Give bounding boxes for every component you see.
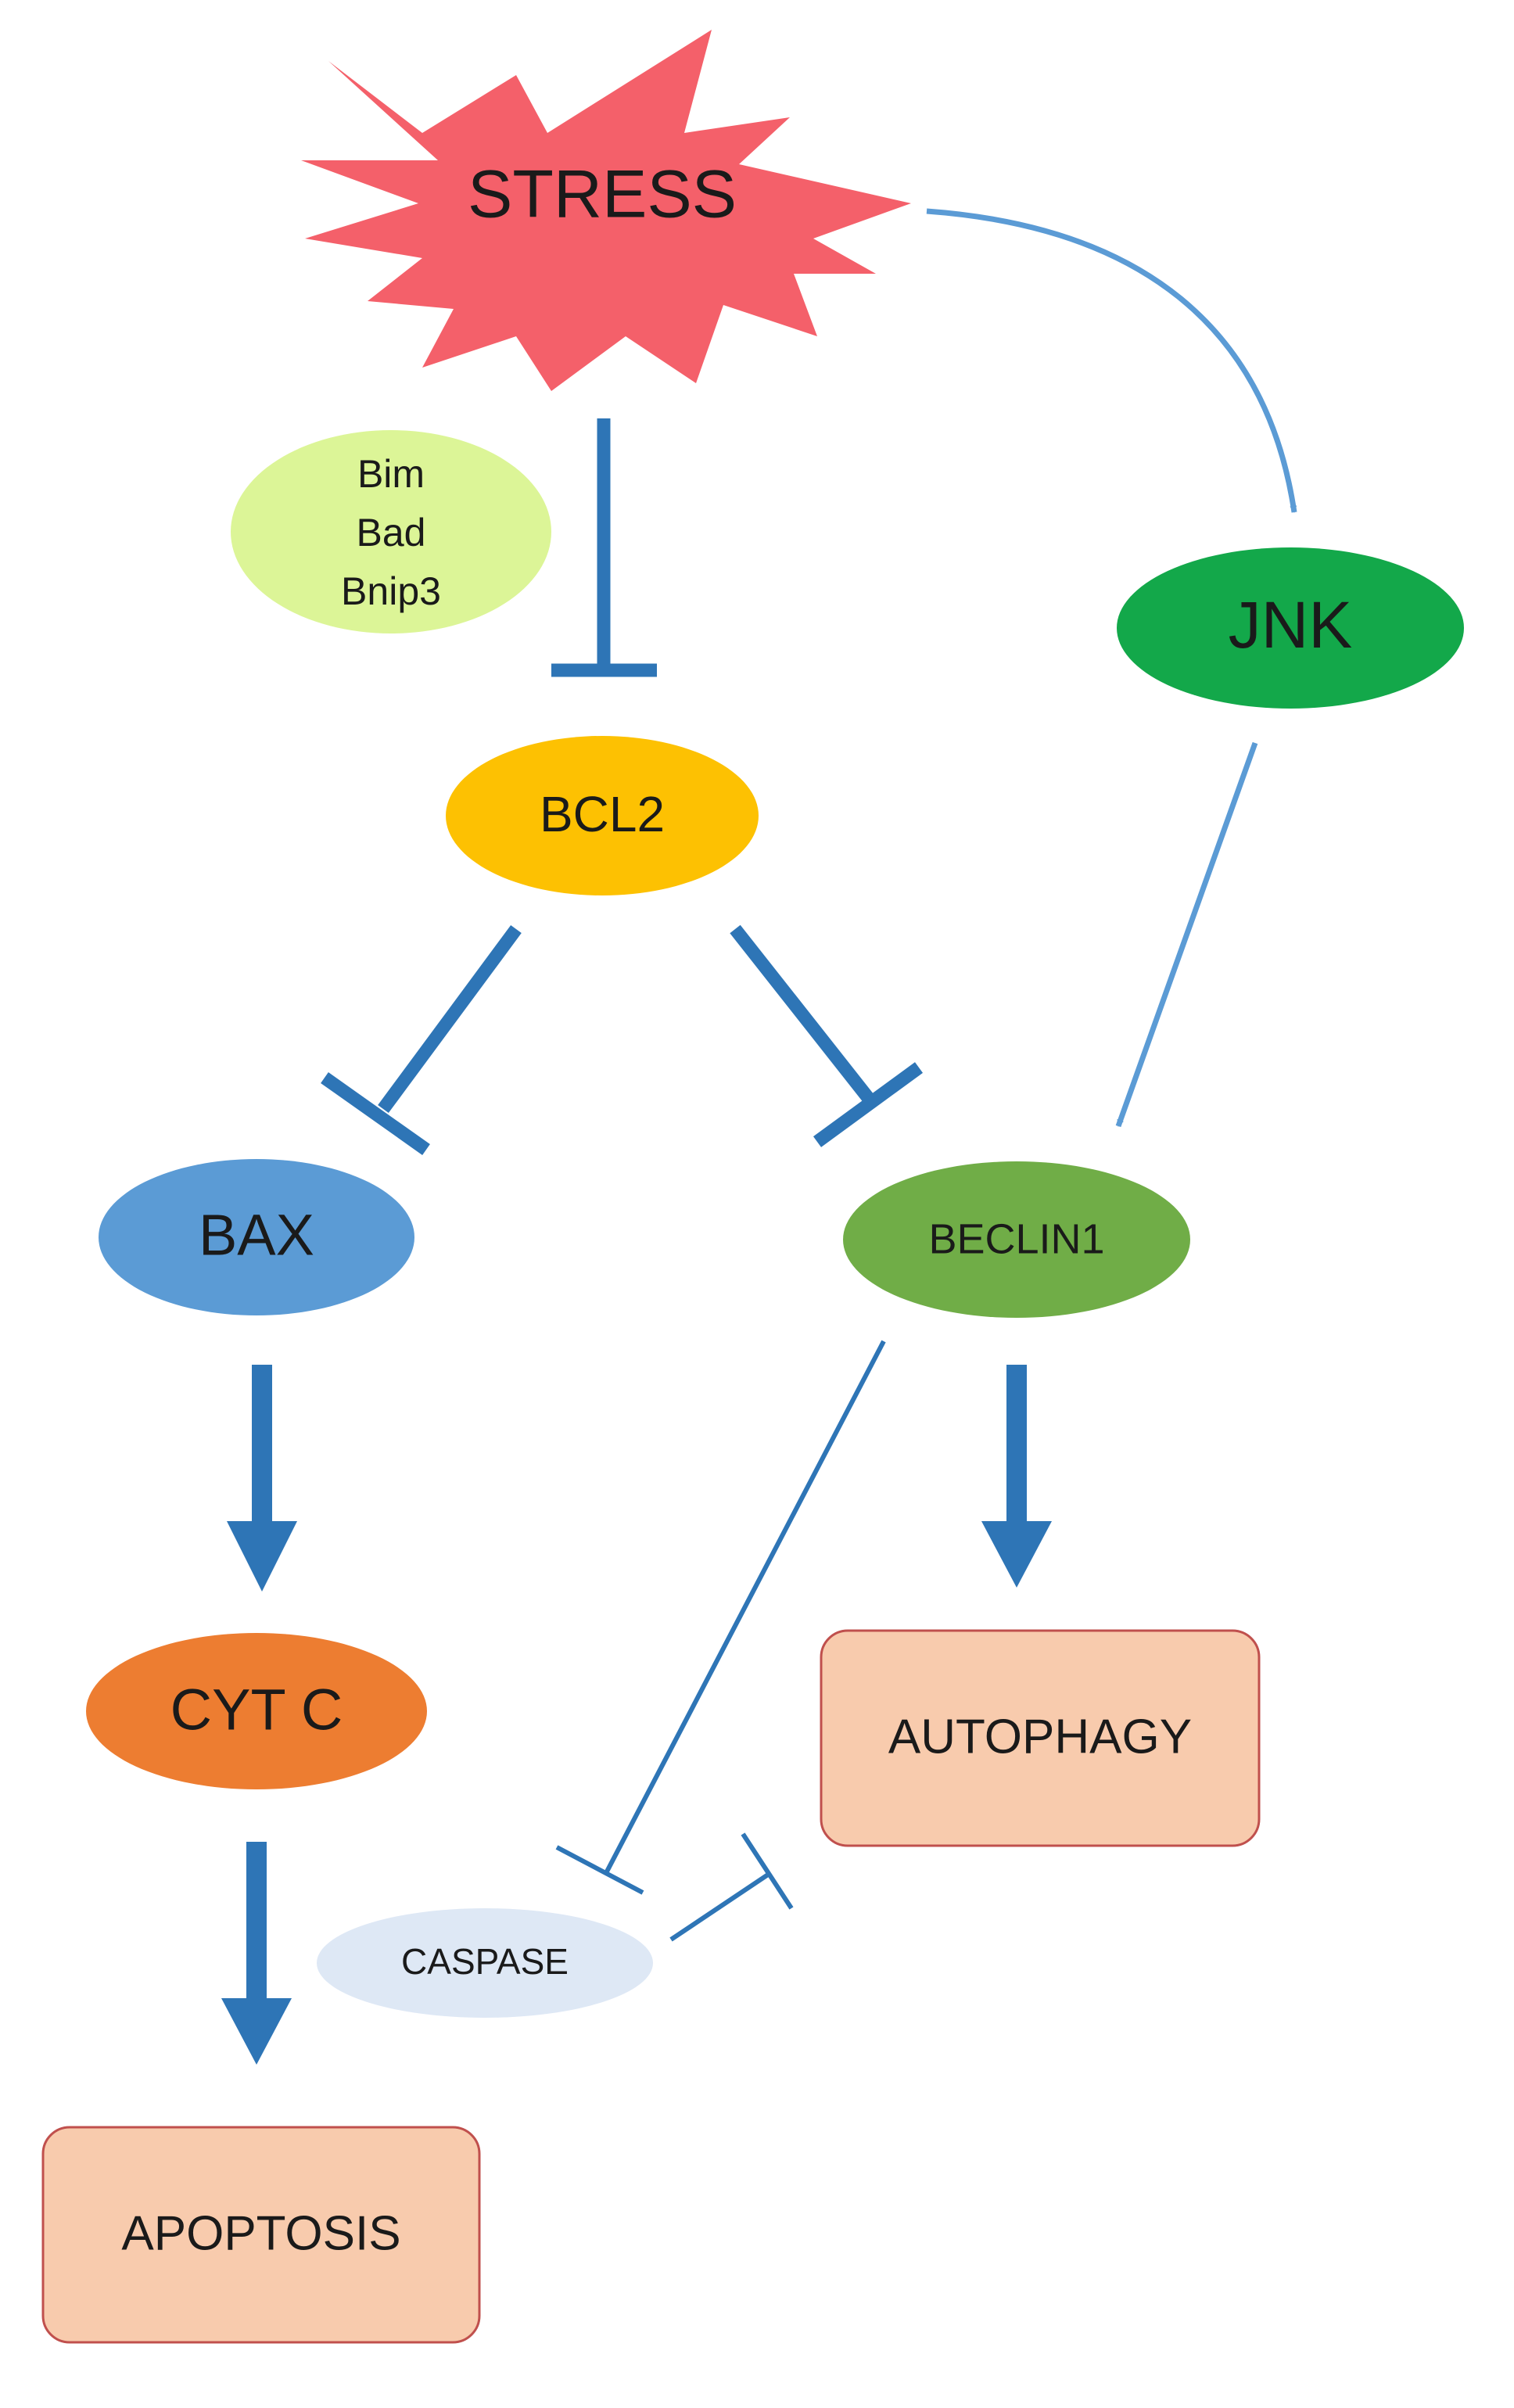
bax-activates-cytc-edge bbox=[227, 1365, 297, 1592]
apoptosis-node: APOPTOSIS bbox=[41, 2126, 481, 2344]
bax-node: BAX bbox=[99, 1159, 414, 1315]
caspase-label: CASPASE bbox=[401, 1941, 569, 1982]
jnk-activates-beclin1-edge bbox=[1115, 741, 1258, 1128]
bcl2-inhibits-bax-edge bbox=[321, 924, 522, 1155]
bcl2-inhibits-beclin1-edge bbox=[730, 924, 924, 1147]
beclin1-activates-autophagy-edge bbox=[981, 1365, 1052, 1588]
caspase-node: CASPASE bbox=[317, 1908, 653, 2018]
cytc-ellipse bbox=[86, 1633, 427, 1789]
beclin1-ellipse bbox=[843, 1161, 1190, 1318]
caspase-inhibits-autophagy-edge bbox=[669, 1832, 794, 1942]
stress-burst-shape bbox=[301, 30, 911, 391]
bh3-line-bnip3: Bnip3 bbox=[341, 569, 441, 613]
autophagy-box bbox=[820, 1629, 1261, 1847]
jnk-node: JNK bbox=[1117, 547, 1464, 709]
bh3-line-bim: Bim bbox=[357, 452, 425, 496]
bcl2-ellipse bbox=[446, 736, 759, 895]
cytc-activates-apoptosis-edge bbox=[221, 1842, 292, 2065]
apoptosis-box bbox=[41, 2126, 481, 2344]
bh3-ellipse bbox=[231, 430, 551, 633]
bh3-line-bad: Bad bbox=[357, 511, 426, 554]
apoptosis-label: APOPTOSIS bbox=[121, 2206, 400, 2260]
jnk-label: JNK bbox=[1229, 588, 1353, 662]
beclin1-inhibits-caspase-edge bbox=[555, 1340, 886, 1895]
caspase-ellipse bbox=[317, 1908, 653, 2018]
stress-node: STRESS bbox=[301, 30, 911, 391]
bcl2-label: BCL2 bbox=[540, 786, 665, 842]
autophagy-node: AUTOPHAGY bbox=[820, 1629, 1261, 1847]
bcl2-node: BCL2 bbox=[446, 736, 759, 895]
stress-inhibits-bcl2-edge bbox=[551, 418, 657, 677]
jnk-ellipse bbox=[1117, 547, 1464, 709]
beclin1-label: BECLIN1 bbox=[928, 1215, 1104, 1262]
cytc-node: CYT C bbox=[86, 1633, 427, 1789]
bax-label: BAX bbox=[199, 1203, 314, 1268]
bh3-proteins-node: Bim Bad Bnip3 bbox=[231, 430, 551, 633]
stress-label: STRESS bbox=[468, 157, 737, 232]
autophagy-label: AUTOPHAGY bbox=[888, 1710, 1192, 1764]
beclin1-node: BECLIN1 bbox=[843, 1161, 1190, 1318]
cytc-label: CYT C bbox=[170, 1678, 343, 1742]
bax-ellipse bbox=[99, 1159, 414, 1315]
stress-activates-jnk-edge bbox=[926, 208, 1297, 513]
